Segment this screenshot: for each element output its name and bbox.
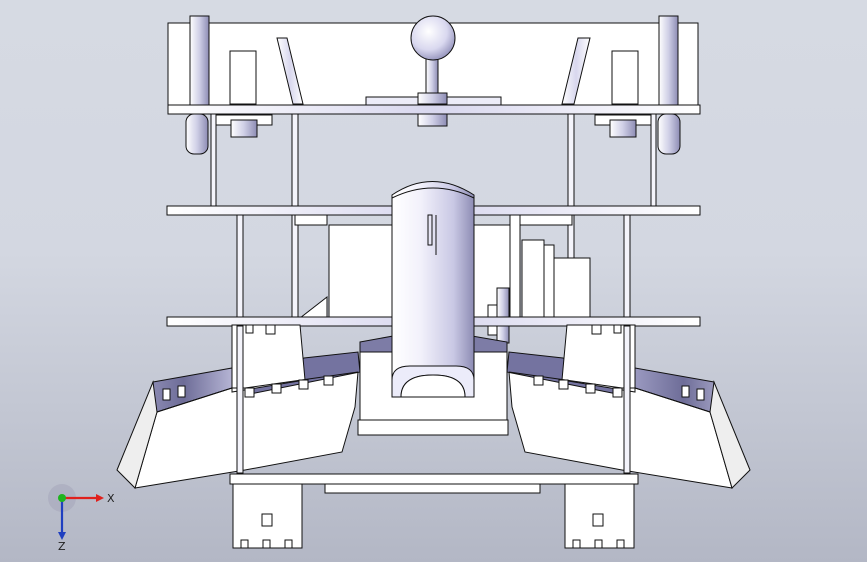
x-axis-label: X: [107, 492, 115, 505]
top-wheels: [185, 113, 681, 155]
x-axis-arrowhead: [96, 494, 104, 502]
center-cylinder: [391, 181, 475, 398]
axis-triad: X Z: [48, 484, 115, 550]
z-axis-arrowhead: [58, 532, 66, 540]
top-frame: [167, 15, 701, 127]
y-axis-dot: [58, 494, 66, 502]
z-axis-label: Z: [58, 540, 66, 550]
right-leg: [506, 324, 751, 489]
long-rods: [236, 325, 631, 474]
bottom-plate: [229, 473, 639, 549]
left-leg: [116, 324, 361, 489]
